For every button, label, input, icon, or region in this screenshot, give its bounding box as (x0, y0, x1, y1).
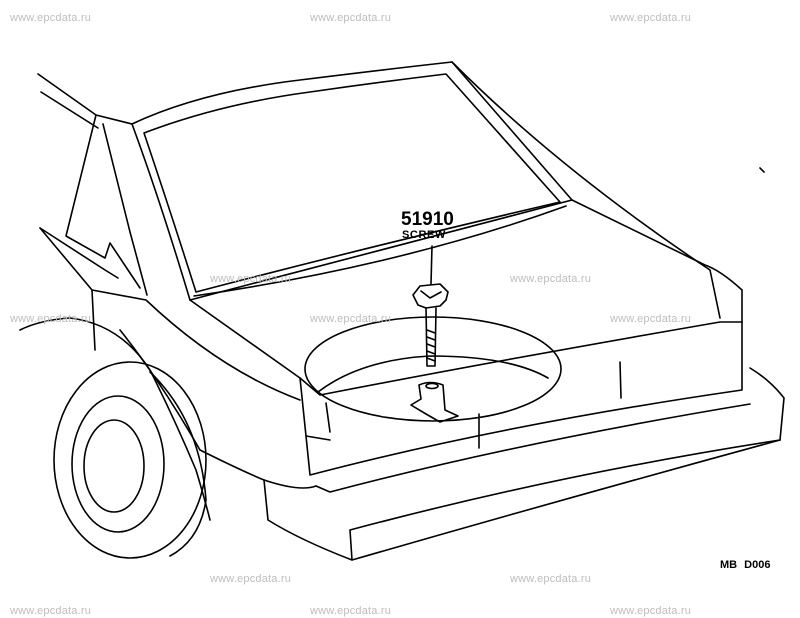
c-pillar-inner (102, 123, 148, 296)
rear-panel (305, 321, 743, 476)
body-side-top (39, 227, 301, 401)
bumper-lower-edge (349, 439, 781, 561)
watermark-text: www.epcdata.ru (610, 313, 692, 325)
watermark-text: www.epcdata.ru (210, 573, 292, 585)
watermark-text: www.epcdata.ru (610, 605, 692, 617)
trunk-lid (189, 199, 743, 396)
tire-outer (53, 361, 207, 559)
tire-tread (149, 371, 207, 557)
part-name-label: SCREW (402, 229, 446, 241)
spare-tire-outer (304, 316, 562, 422)
tail-lamp-divider (619, 361, 622, 399)
corner-mark (759, 167, 765, 173)
watermark-text: www.epcdata.ru (610, 12, 692, 24)
body-side-belt (91, 289, 96, 351)
c-pillar (65, 114, 141, 289)
screw-thread (426, 329, 436, 362)
watermark-text: www.epcdata.ru (10, 12, 92, 24)
trunk-lid-crease (451, 61, 721, 319)
watermark-text: www.epcdata.ru (310, 12, 392, 24)
tire-sidewall (71, 395, 165, 533)
watermark-text: www.epcdata.ru (510, 273, 592, 285)
wheel-rim (83, 419, 145, 513)
trunk-lid-edge (193, 205, 567, 297)
bracket-hole (425, 382, 439, 390)
watermark-text: www.epcdata.ru (10, 605, 92, 617)
body-side-lower (199, 449, 265, 481)
spare-tire-inner (317, 355, 549, 393)
watermark-text: www.epcdata.ru (210, 273, 292, 285)
diagram-code: MB D006 (720, 559, 771, 571)
watermark-text: www.epcdata.ru (310, 313, 392, 325)
rear-bumper-top (263, 479, 317, 489)
watermark-text: www.epcdata.ru (10, 313, 92, 325)
screw-knob-detail (420, 290, 442, 299)
rear-panel-lower (315, 403, 751, 493)
rear-window-outer (131, 61, 573, 301)
wheel-arch (19, 317, 211, 521)
part-number-label[interactable]: 51910 (401, 209, 454, 230)
trunk-gap-line (325, 402, 331, 433)
rear-bumper (263, 367, 785, 561)
rear-window-inner (143, 73, 561, 293)
hold-down-bracket (410, 381, 459, 423)
leader-line (430, 245, 433, 285)
roof-line-inner (40, 91, 99, 129)
screw-knob (412, 283, 449, 309)
quarter-window-line (39, 227, 119, 279)
watermark-text: www.epcdata.ru (510, 573, 592, 585)
watermark-text: www.epcdata.ru (310, 605, 392, 617)
